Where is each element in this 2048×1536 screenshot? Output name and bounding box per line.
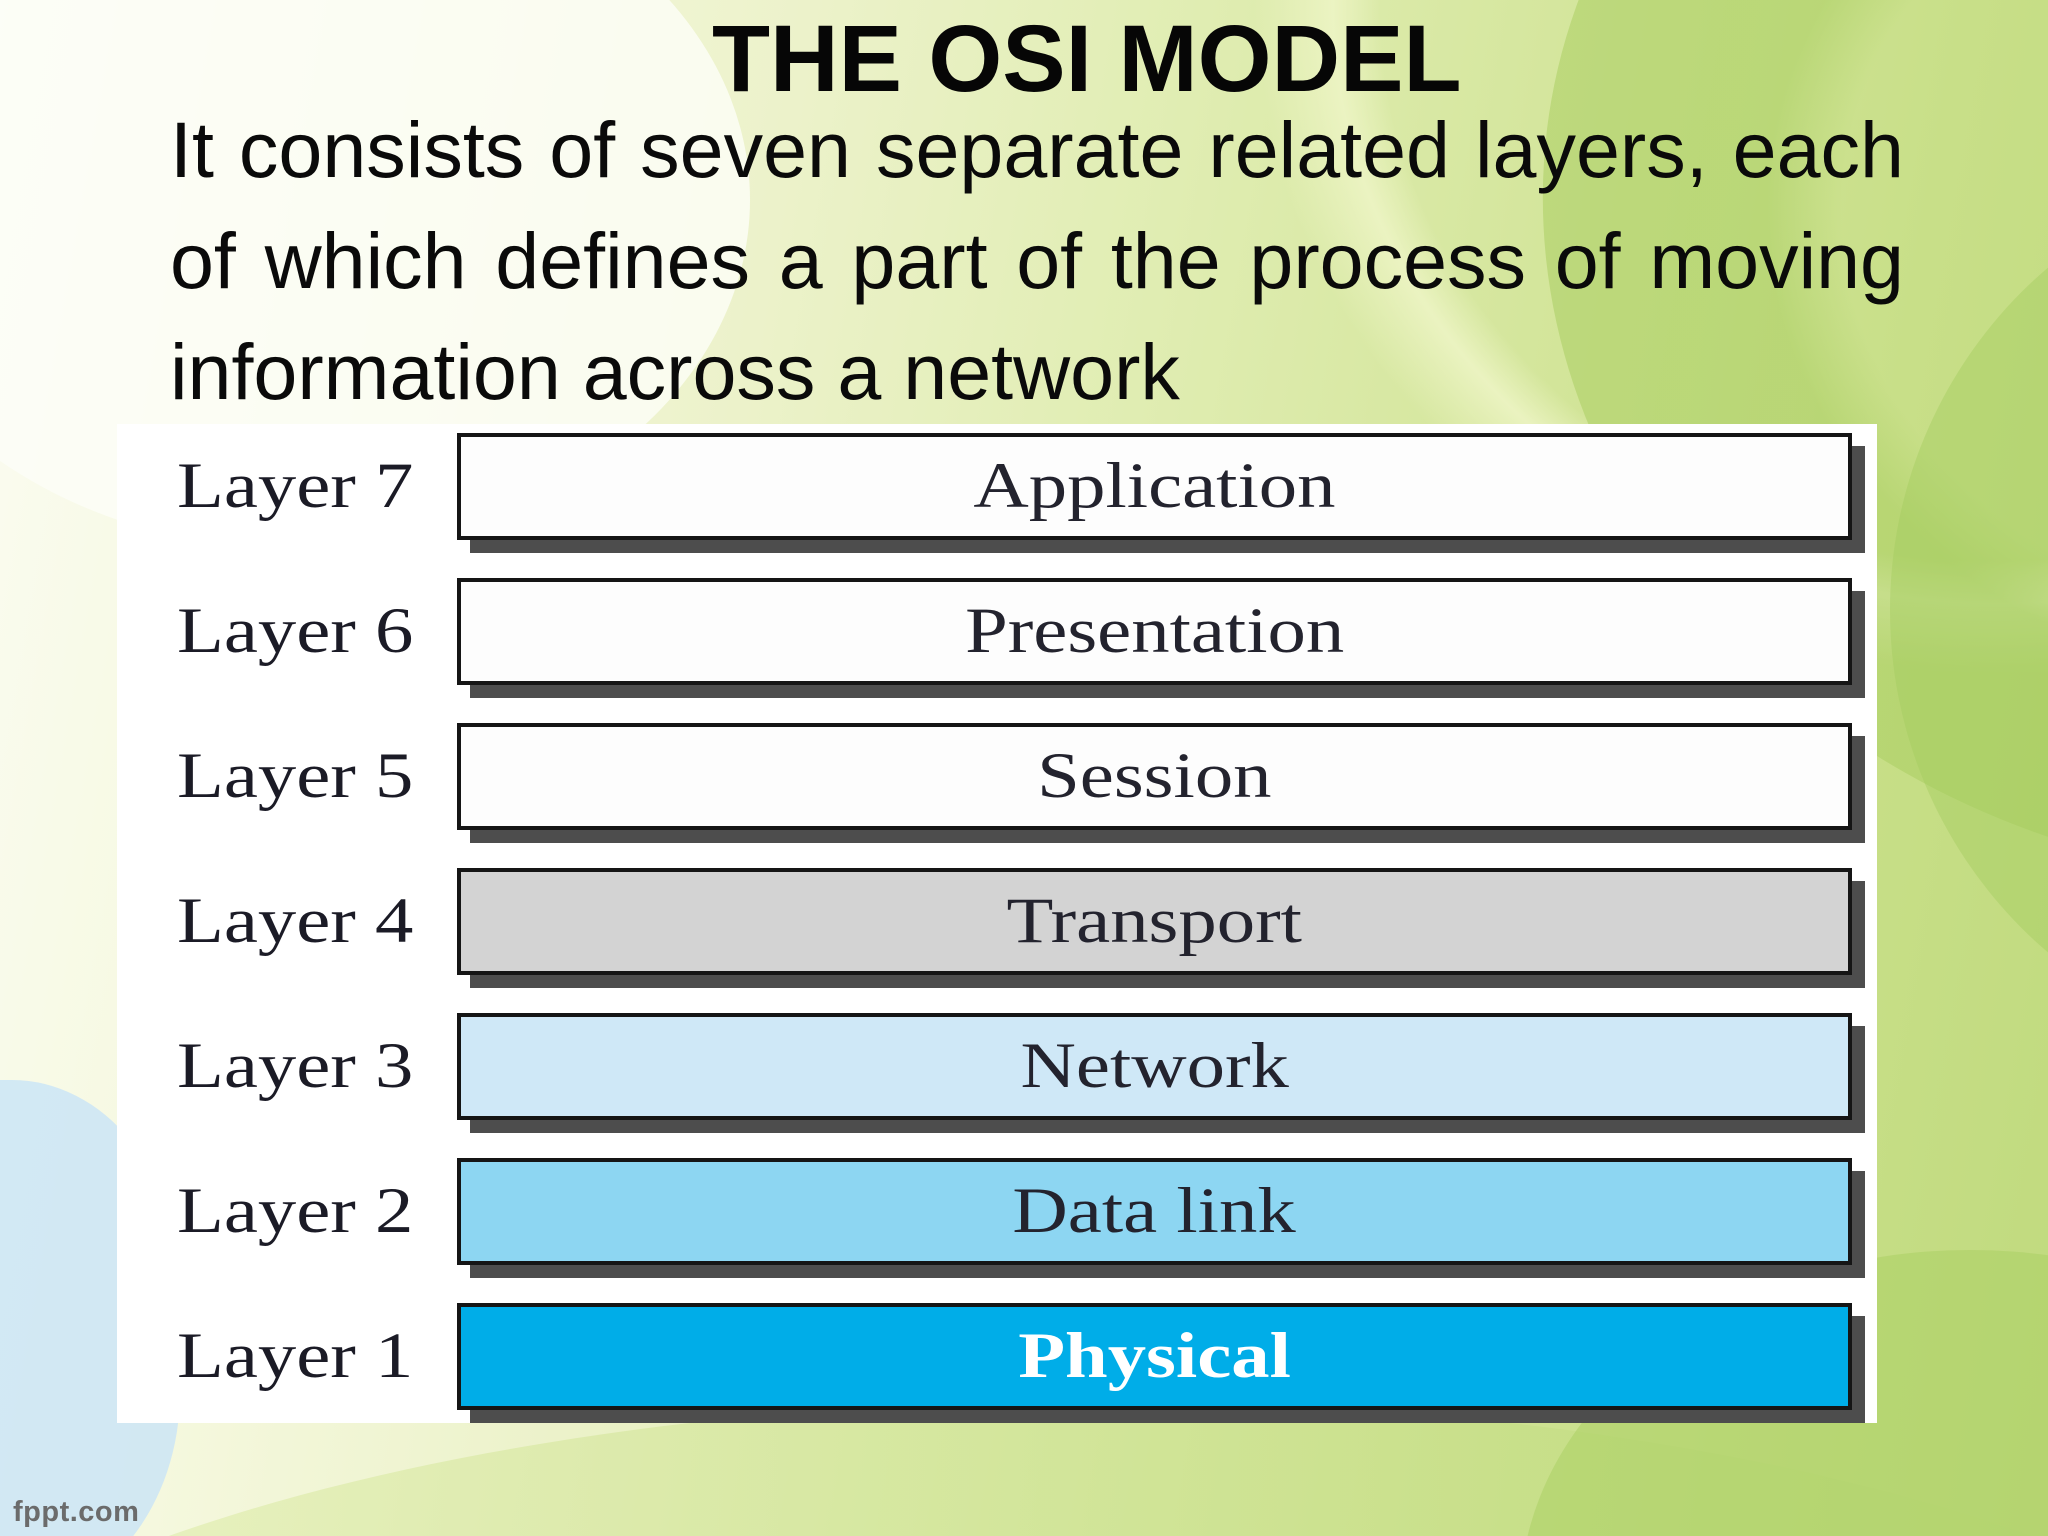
osi-layer-row: Layer 6 Presentation [117, 578, 1877, 685]
osi-layer-row: Layer 3 Network [117, 1013, 1877, 1120]
intro-text: It consists of seven separate related la… [170, 94, 1904, 427]
layer-name: Network [1020, 1030, 1289, 1102]
osi-layer-row: Layer 7 Application [117, 433, 1877, 540]
layer-label: Layer 6 [177, 595, 414, 667]
osi-diagram-panel: Layer 7 Application Layer 6 Presentation… [117, 424, 1877, 1423]
layer-label: Layer 5 [177, 740, 414, 812]
intro-line: of which defines a part of the process o… [170, 216, 1904, 305]
layer-name: Physical [1018, 1320, 1291, 1392]
layer-label: Layer 7 [177, 450, 414, 522]
layer-box: Transport [457, 868, 1852, 975]
layer-box: Physical [457, 1303, 1852, 1410]
layer-name: Data link [1012, 1175, 1297, 1247]
layer-name: Presentation [964, 595, 1345, 667]
watermark: fppt.com [13, 1496, 140, 1528]
layer-label: Layer 1 [177, 1320, 414, 1392]
layer-name: Application [973, 450, 1336, 522]
layer-box: Data link [457, 1158, 1852, 1265]
osi-layer-row: Layer 1 Physical [117, 1303, 1877, 1410]
background-curve-right [1890, 160, 2048, 1060]
page-title: THE OSI MODEL [712, 6, 1462, 112]
osi-layer-row: Layer 4 Transport [117, 868, 1877, 975]
intro-line: It consists of seven separate related la… [170, 105, 1904, 194]
layer-label: Layer 3 [177, 1030, 414, 1102]
layer-name: Session [1037, 740, 1272, 812]
layer-box: Session [457, 723, 1852, 830]
layer-name: Transport [1006, 885, 1303, 957]
layer-box: Application [457, 433, 1852, 540]
layer-label: Layer 4 [177, 885, 414, 957]
osi-layer-row: Layer 2 Data link [117, 1158, 1877, 1265]
layer-box: Presentation [457, 578, 1852, 685]
intro-line: information across a network [170, 327, 1180, 416]
layer-box: Network [457, 1013, 1852, 1120]
layer-label: Layer 2 [177, 1175, 414, 1247]
osi-layer-row: Layer 5 Session [117, 723, 1877, 830]
